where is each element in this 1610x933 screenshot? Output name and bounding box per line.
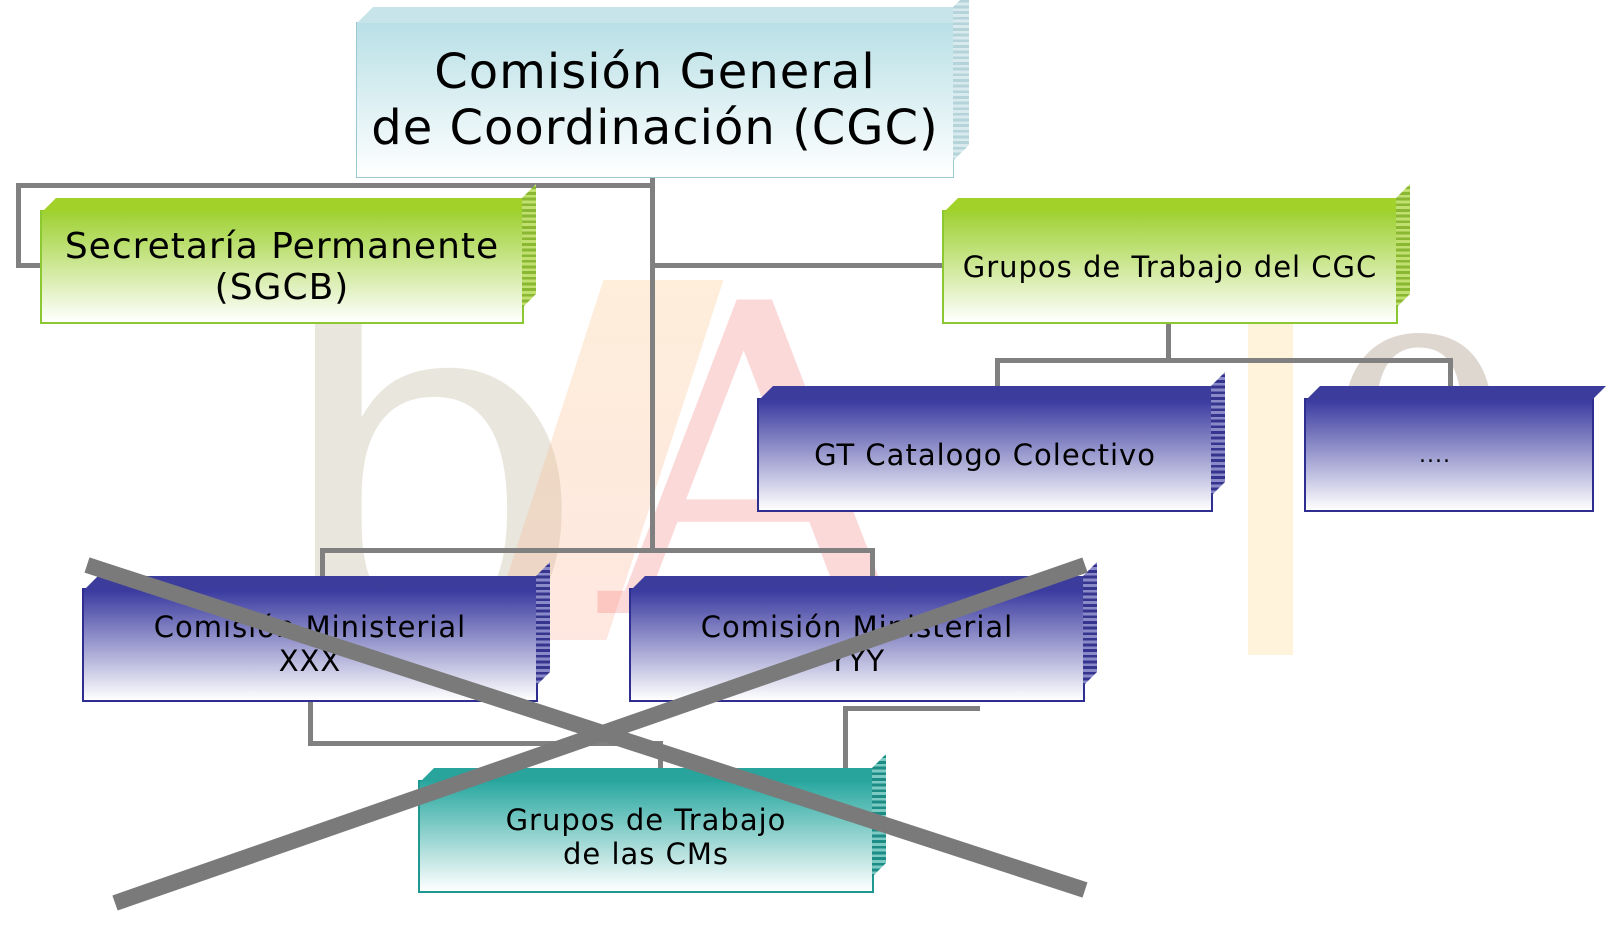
gt-catalogo-box: GT Catalogo Colectivo — [757, 372, 1225, 512]
connector-gt-bar — [995, 358, 1453, 363]
connector-secretaria-left — [16, 183, 21, 268]
cross-stroke-2 — [112, 557, 1088, 911]
cgc-box: Comisión General de Coordinación (CGC) — [356, 0, 969, 178]
cgc-label: Comisión General de Coordinación (CGC) — [371, 44, 939, 156]
connector-secretaria-top — [16, 183, 655, 188]
grupos-cgc-label: Grupos de Trabajo del CGC — [962, 250, 1378, 284]
grupos-cms-label: Grupos de Trabajo de las CMs — [505, 802, 787, 871]
connector-gt-stem — [1166, 323, 1171, 363]
connector-xxx-across — [308, 741, 663, 746]
connector-root-trunk — [650, 178, 655, 553]
connector-yyy-down — [843, 706, 848, 768]
secretaria-label: Secretaría Permanente (SGCB) — [64, 226, 500, 308]
secretaria-box: Secretaría Permanente (SGCB) — [40, 184, 536, 324]
connector-cm-bar — [320, 548, 875, 553]
connector-gt-left — [995, 358, 1000, 388]
connector-gt-right — [1448, 358, 1453, 388]
connector-secretaria-stub — [16, 263, 44, 268]
gt-more-box: .... — [1304, 386, 1606, 512]
gt-catalogo-label: GT Catalogo Colectivo — [814, 438, 1156, 472]
cross-stroke-1 — [84, 557, 1088, 898]
connector-yyy-top — [843, 706, 980, 711]
gt-more-label: .... — [1419, 442, 1451, 468]
watermark-logo-bar — [1248, 285, 1293, 655]
connector-grupos-cgc — [655, 263, 945, 268]
grupos-cgc-box: Grupos de Trabajo del CGC — [942, 184, 1410, 324]
connector-xxx-down — [308, 702, 313, 746]
connector-cm-left — [320, 548, 325, 578]
cm-xxx-label: Comisión Ministerial XXX — [153, 610, 467, 678]
connector-cm-right — [870, 548, 875, 578]
